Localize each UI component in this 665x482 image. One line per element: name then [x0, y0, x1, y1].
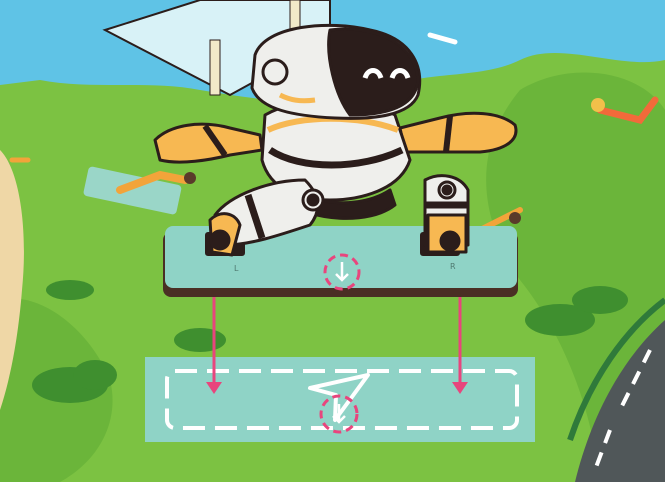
left-wheel-label: L — [234, 264, 238, 273]
right-wheel-label: R — [450, 262, 456, 271]
target-pad[interactable] — [145, 357, 535, 442]
